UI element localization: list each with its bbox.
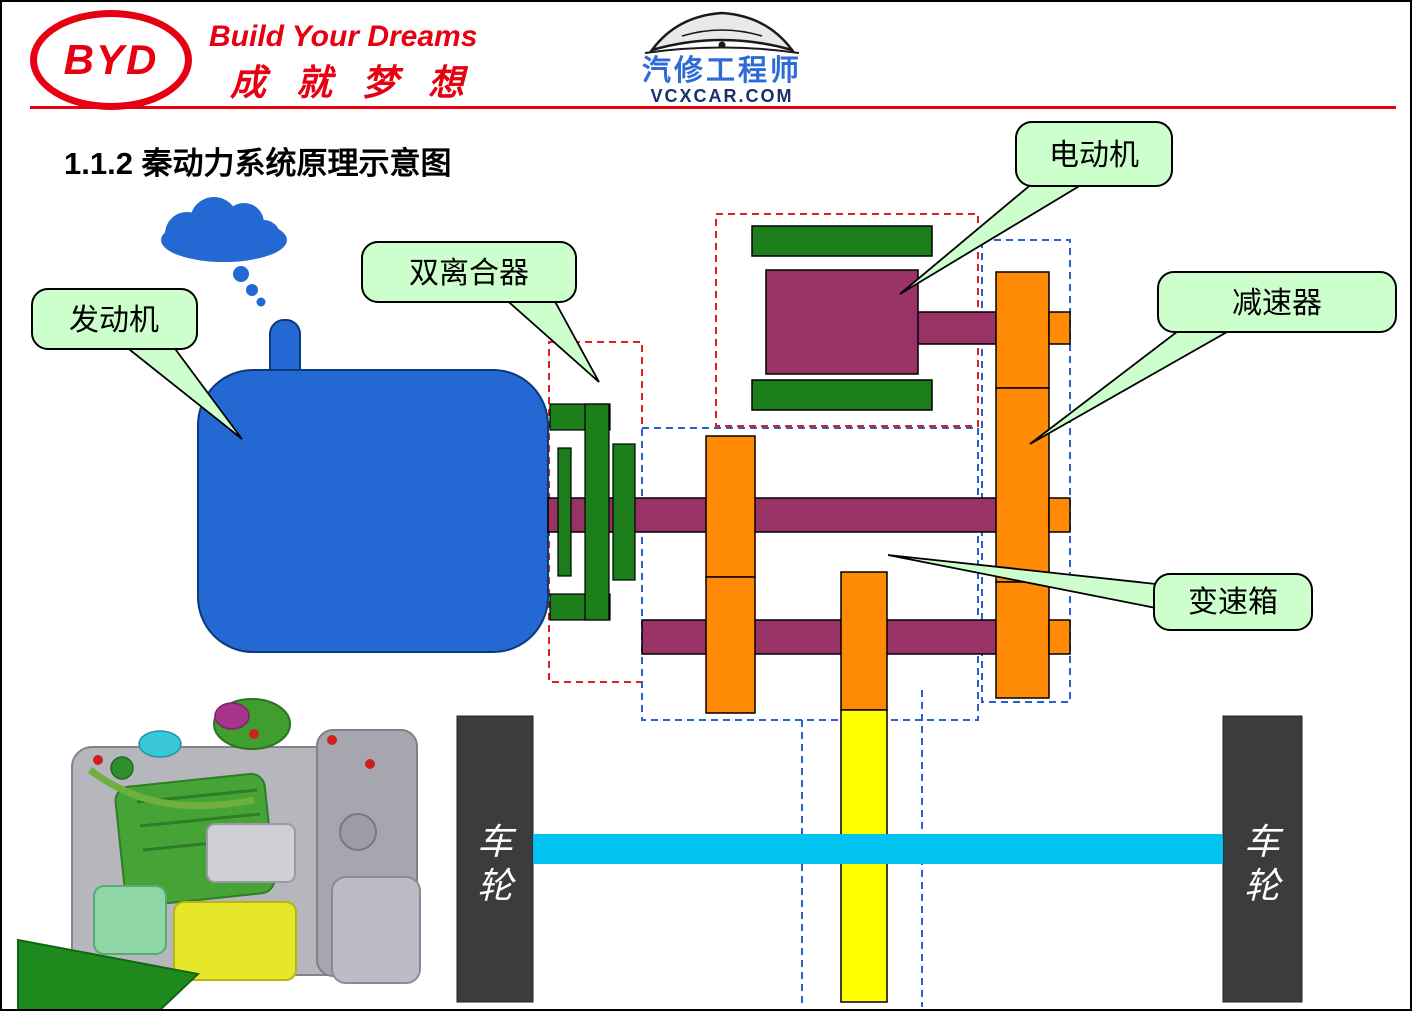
lower-shaft — [641, 619, 999, 655]
gearbox-outline — [641, 427, 979, 721]
motor-rotor — [765, 269, 919, 375]
gear-input-upper — [705, 435, 756, 578]
brand-title: 汽修工程师 — [641, 55, 802, 87]
gear-output — [840, 571, 888, 711]
header-divider — [30, 106, 1396, 109]
callout-engine: 发动机 — [31, 288, 243, 440]
callout-gearbox: 变速箱 — [887, 554, 1313, 631]
callout-motor: 电动机 — [899, 121, 1173, 295]
slogan-en: Build Your Dreams — [209, 20, 478, 53]
reducer-gear-top — [995, 271, 1050, 389]
axle — [533, 834, 1223, 864]
electric-motor — [751, 225, 933, 411]
callout-reducer: 减速器 — [1029, 271, 1397, 445]
motor-stator-bottom — [751, 379, 933, 411]
slogan-cn: 成就梦想 — [230, 63, 495, 103]
callout-motor-label: 电动机 — [1049, 139, 1139, 172]
reducer-tab-top — [1048, 311, 1071, 345]
gear-input-lower — [705, 576, 756, 714]
callout-reducer-label: 减速器 — [1232, 287, 1322, 320]
thought-cloud — [161, 197, 287, 307]
gears — [705, 271, 1071, 714]
motor-stator-top — [751, 225, 933, 257]
vcxcar-brand: 汽修工程师 VCXCAR.COM — [602, 6, 842, 106]
reducer-gear-mid — [995, 387, 1050, 583]
callout-gearbox-label: 变速箱 — [1188, 586, 1278, 619]
brand-site: VCXCAR.COM — [650, 86, 794, 106]
reducer-outline — [981, 239, 1071, 703]
callout-engine-label: 发动机 — [69, 304, 159, 337]
callout-dual-clutch: 双离合器 — [361, 241, 600, 383]
engine-photo — [17, 698, 421, 1009]
wheel-left — [456, 715, 534, 1003]
byd-logo-text: BYD — [63, 36, 159, 83]
wheel-right — [1222, 715, 1303, 1003]
reducer-tab-mid — [1048, 497, 1071, 533]
car-logo-icon — [644, 11, 800, 54]
motor-shaft — [915, 311, 999, 345]
wheel-right-label-1: 车 — [1244, 822, 1284, 862]
wheel-left-label-1: 车 — [477, 822, 517, 862]
motor-outline — [715, 213, 979, 427]
reducer-tab-bottom — [1048, 619, 1071, 655]
wheel-left-label-2: 轮 — [477, 866, 516, 906]
dual-clutch — [549, 403, 636, 621]
callout-dual-clutch-label: 双离合器 — [409, 257, 529, 290]
wheel-right-label-2: 轮 — [1244, 866, 1283, 906]
page-title: 1.1.2 秦动力系统原理示意图 — [64, 146, 452, 181]
engine-block — [197, 369, 549, 653]
reducer-gear-bottom — [995, 581, 1050, 699]
